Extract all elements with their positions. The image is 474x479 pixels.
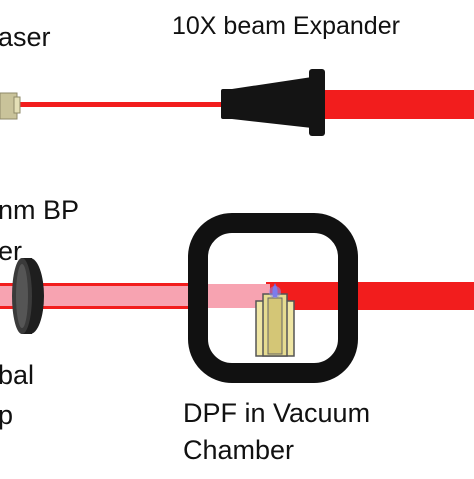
laser-label: aser <box>0 22 51 52</box>
dpf-electrode-icon <box>255 293 295 357</box>
vacuum-chamber-frame <box>188 213 358 383</box>
beam-expander-icon <box>221 69 325 136</box>
filtered-beam <box>0 285 200 307</box>
lens-label-line2: p <box>0 400 14 430</box>
dpf-label-line1: DPF in Vacuum <box>183 398 371 428</box>
expanded-beam <box>322 90 474 119</box>
dpf-label-line2: Chamber <box>183 435 295 465</box>
laser-beam-thin <box>0 102 230 107</box>
bp-filter-label-line2: er <box>0 236 23 266</box>
plasma-glow <box>269 286 281 298</box>
lens-label-line1: bal <box>0 360 35 390</box>
filtered-beam-edge-bottom <box>0 306 200 309</box>
bandpass-filter-icon <box>12 258 44 334</box>
transmitted-beam <box>266 282 474 310</box>
bp-filter-label-line1: nm BP <box>0 195 80 225</box>
filtered-beam-edge-top <box>0 283 200 286</box>
beam-expander-label: 10X beam Expander <box>172 12 400 40</box>
laser-aperture <box>13 96 21 114</box>
